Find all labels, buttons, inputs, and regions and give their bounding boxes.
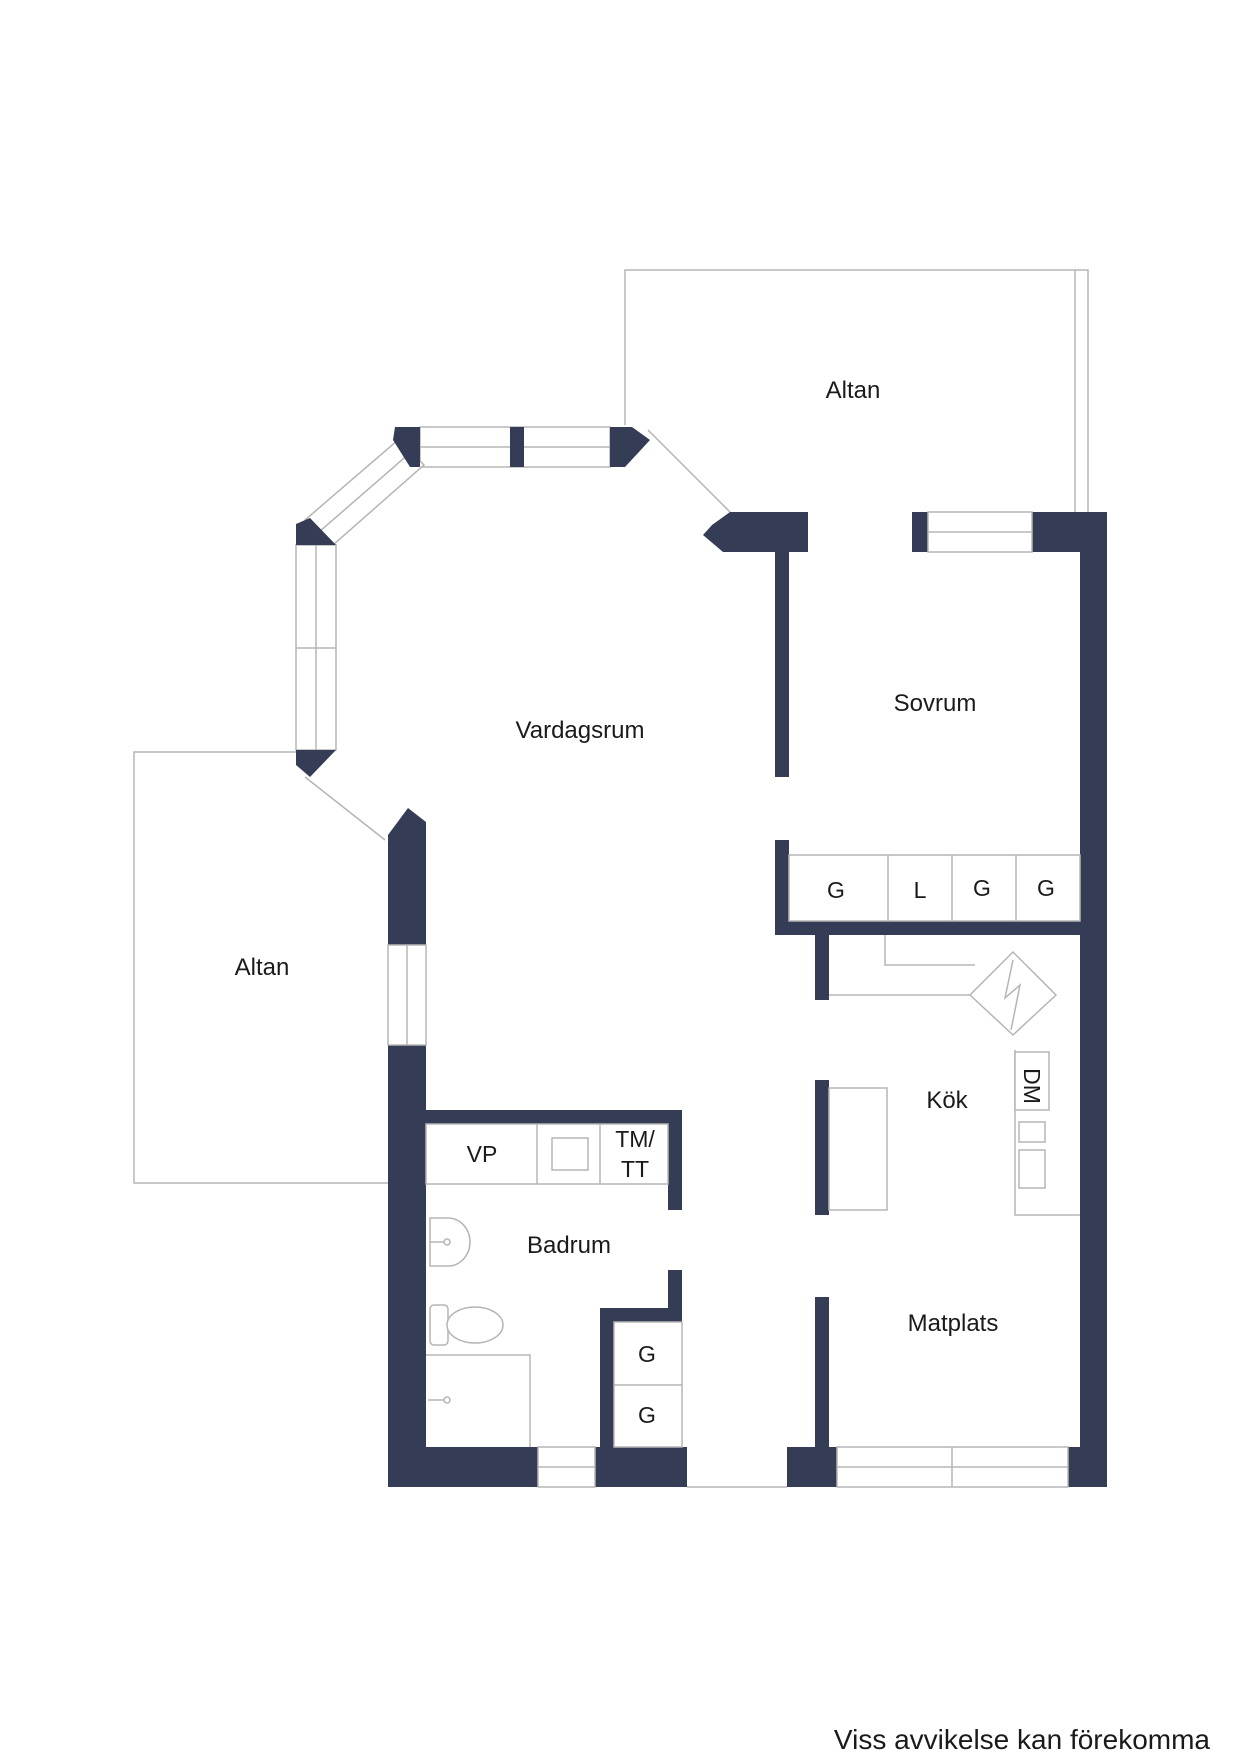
room-label-altan-top: Altan	[826, 377, 881, 404]
walls	[388, 512, 1107, 1487]
room-label-altan-left: Altan	[235, 954, 290, 981]
toilet-tank-icon	[429, 1304, 449, 1346]
disclaimer-text: Viss avvikelse kan förekomma	[833, 1724, 1210, 1755]
bay-window	[295, 426, 650, 777]
stove-icon	[968, 950, 1058, 1037]
room-label-matplats: Matplats	[908, 1310, 999, 1337]
room-label-vardagsrum: Vardagsrum	[516, 717, 645, 744]
wardrobe-label-4: G	[1037, 875, 1055, 901]
toilet-bowl-icon	[446, 1306, 504, 1344]
water-heater-label: VP	[467, 1141, 498, 1167]
balcony-left	[133, 751, 388, 1184]
dishwasher-label: DM	[1019, 1068, 1045, 1104]
windows	[387, 511, 1069, 1488]
kitchen-counters	[828, 935, 1080, 1216]
washer-label-line2: TT	[621, 1156, 649, 1182]
balcony-top	[624, 269, 1089, 513]
wardrobe-label-1: G	[827, 877, 845, 903]
bath-closet-label-2: G	[638, 1402, 656, 1428]
wardrobe-label-3: G	[973, 875, 991, 901]
room-label-sovrum: Sovrum	[894, 690, 977, 717]
sink-icon	[551, 1137, 589, 1171]
bathroom-fixtures	[425, 1123, 683, 1448]
wardrobe-row	[788, 854, 1081, 922]
washer-label-line1: TM/	[615, 1126, 655, 1152]
wardrobe-label-2: L	[914, 877, 927, 903]
room-label-badrum: Badrum	[527, 1232, 611, 1259]
room-label-kok: Kök	[926, 1087, 968, 1114]
bath-closet-label-1: G	[638, 1341, 656, 1367]
